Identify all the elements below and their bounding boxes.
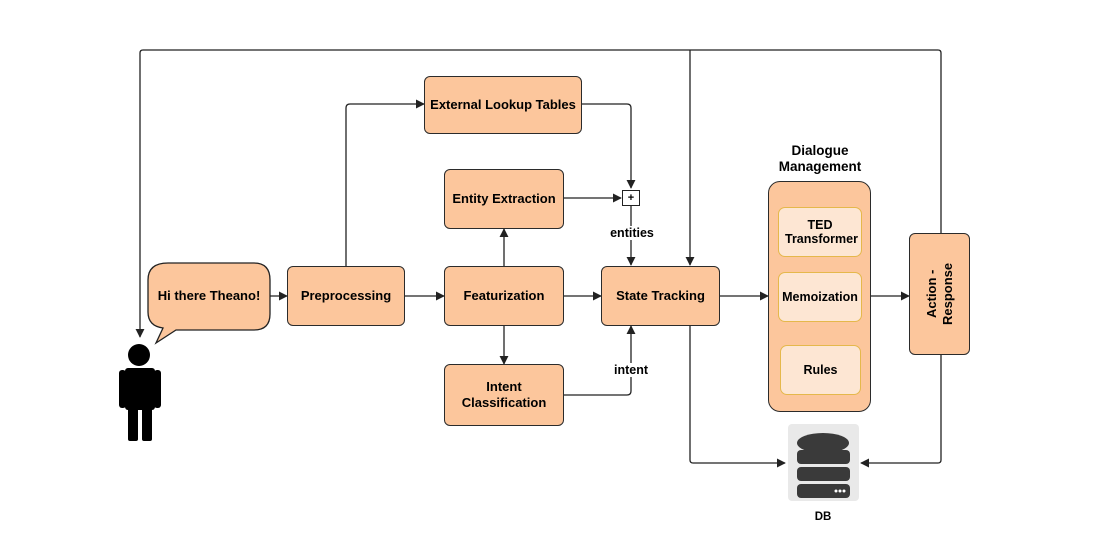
rules-box: Rules	[780, 345, 861, 395]
state-to-db-arrow	[689, 326, 786, 468]
speech-text: Hi there Theano!	[157, 288, 261, 303]
entity-extraction-label: Entity Extraction	[452, 191, 556, 206]
external-lookup-label: External Lookup Tables	[430, 97, 576, 112]
external-lookup-box: External Lookup Tables	[424, 76, 582, 134]
rules-label: Rules	[803, 363, 838, 377]
intent-classification-label: Intent Classification	[461, 379, 547, 410]
person-icon	[119, 344, 161, 441]
action-response-label: Action - Response	[923, 262, 955, 326]
ted-transformer-label: TED Transformer	[785, 218, 858, 246]
ted-transformer-box: TED Transformer	[778, 207, 862, 257]
intent-label: intent	[609, 363, 653, 377]
state-tracking-label: State Tracking	[616, 288, 705, 303]
feedback-loop-connector	[135, 49, 942, 338]
memoization-label: Memoization	[782, 290, 858, 304]
entities-label: entities	[607, 226, 657, 240]
state-tracking-box: State Tracking	[601, 266, 720, 326]
plus-junction: +	[622, 190, 640, 206]
intent-to-state-arrow	[564, 325, 636, 396]
speech-bubble	[147, 262, 271, 345]
entity-extraction-box: Entity Extraction	[444, 169, 564, 229]
intent-classification-box: Intent Classification	[444, 364, 564, 426]
preprocessing-label: Preprocessing	[300, 288, 392, 303]
memoization-box: Memoization	[778, 272, 862, 322]
database-icon	[788, 424, 859, 501]
dialogue-management-title: Dialogue Management	[778, 143, 862, 174]
action-to-db-arrow	[860, 355, 942, 468]
action-response-box: Action - Response	[909, 233, 970, 355]
db-label: DB	[805, 510, 841, 524]
featurization-box: Featurization	[444, 266, 564, 326]
featurization-label: Featurization	[463, 288, 545, 303]
preprocessing-to-lookup-arrow	[345, 99, 425, 266]
lookup-to-plus-arrow	[582, 103, 636, 189]
preprocessing-box: Preprocessing	[287, 266, 405, 326]
